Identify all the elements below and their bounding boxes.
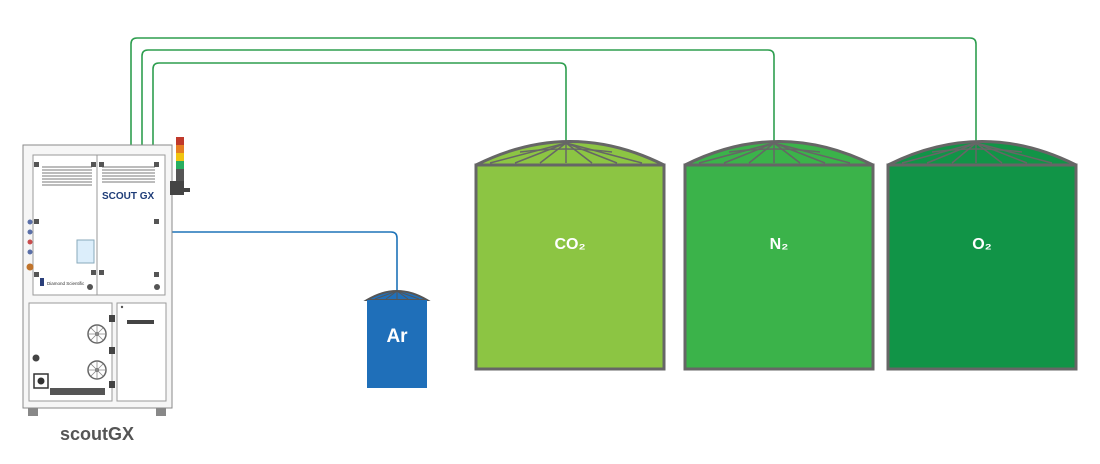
tank-o2-ribs: [901, 142, 1053, 164]
lower-right-door: [116, 302, 167, 402]
brand-badge: [40, 278, 44, 286]
tank-n2-ribs: [698, 142, 851, 164]
machine-foot: [28, 408, 38, 416]
signal-tower: [170, 137, 190, 195]
tank-ar-ribs: [374, 290, 420, 300]
power-button-icon: [37, 377, 45, 385]
connector-strip: [50, 388, 105, 395]
display-window: [76, 239, 95, 264]
tank-o2-label: O₂: [972, 236, 992, 253]
pipe-co2: [152, 62, 567, 145]
tank-n2: N₂: [683, 140, 875, 371]
knob: [87, 284, 93, 290]
tank-ar: Ar: [363, 290, 431, 388]
tank-co2-ribs: [489, 142, 643, 164]
brand-text: Diamond Scientific: [47, 281, 85, 286]
machine-caption: scoutGX: [60, 424, 134, 444]
fan-icon: [87, 324, 107, 344]
panel-latches: [34, 162, 159, 277]
scout-logo: SCOUT GX: [102, 191, 155, 202]
scoutgx-instrument: SCOUT GX Diamond Scientific: [22, 137, 190, 416]
tank-o2-body: [886, 163, 1078, 371]
gas-lines: [130, 37, 977, 291]
door-screw: [120, 305, 124, 309]
tank-co2: CO₂: [474, 140, 666, 371]
fan-icon: [87, 360, 107, 380]
hinges: [109, 315, 115, 388]
knob: [32, 354, 40, 362]
vent-grille: [42, 166, 155, 186]
knob: [154, 284, 160, 290]
tank-o2: O₂: [886, 140, 1078, 371]
tank-n2-label: N₂: [770, 236, 789, 253]
tank-ar-body: [367, 300, 427, 388]
door-handle: [127, 320, 154, 324]
tank-ar-label: Ar: [386, 326, 408, 347]
pipe-ar: [172, 231, 398, 291]
tank-n2-body: [683, 163, 875, 371]
pipe-o2: [130, 37, 977, 145]
machine-foot: [156, 408, 166, 416]
tank-co2-body: [474, 163, 666, 371]
pipe-n2: [141, 49, 775, 145]
tank-co2-label: CO₂: [554, 236, 585, 253]
status-leds: [26, 219, 34, 271]
